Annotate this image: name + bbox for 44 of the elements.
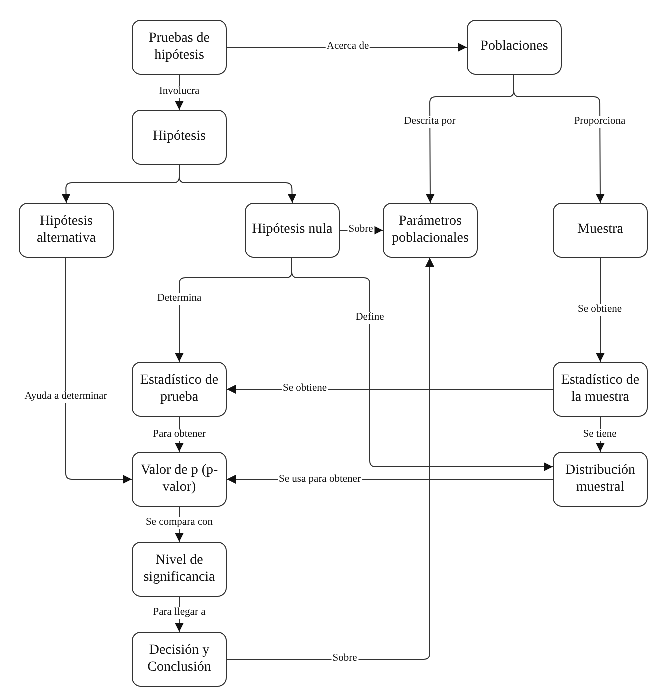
edge-label: Se obtiene bbox=[576, 304, 624, 316]
edge-label: Para llegar a bbox=[152, 607, 207, 619]
concept-box bbox=[553, 452, 648, 507]
concept-box bbox=[132, 632, 227, 687]
arrow bbox=[596, 258, 605, 362]
edge-label: Se tiene bbox=[582, 429, 618, 441]
concept-text: Estadístico de prueba bbox=[139, 372, 220, 406]
concept-text: Valor de p (p-valor) bbox=[140, 462, 220, 496]
concept-text: Pruebas de hipótesis bbox=[148, 30, 212, 64]
concept-box bbox=[245, 203, 340, 258]
arrow bbox=[226, 258, 434, 660]
concept-box bbox=[132, 110, 227, 165]
arrow bbox=[179, 164, 297, 204]
concept-box bbox=[132, 542, 227, 597]
concept-box bbox=[553, 203, 648, 258]
concept-box bbox=[467, 20, 562, 75]
edge-label: Descrita por bbox=[403, 116, 457, 128]
concept-text: Hipótesis nula bbox=[252, 222, 333, 239]
concept-box bbox=[553, 362, 648, 417]
concept-text: Parámetros poblacionales bbox=[391, 214, 470, 248]
concept-text: Hipótesis bbox=[153, 129, 206, 146]
concept-box bbox=[132, 20, 227, 75]
edge-label: Involucra bbox=[158, 86, 201, 98]
concept-text: Muestra bbox=[578, 222, 624, 239]
concept-text: Nivel de significancia bbox=[142, 552, 216, 586]
edge-label: Ayuda a determinar bbox=[24, 391, 108, 403]
edge-label: Se usa para obtener bbox=[278, 474, 362, 486]
concept-text: Hipótesis alternativa bbox=[36, 214, 98, 248]
concept-text: Estadístico de la muestra bbox=[560, 372, 641, 406]
concept-box bbox=[132, 452, 227, 507]
edge-label: Define bbox=[354, 312, 386, 324]
edge-label: Para obtener bbox=[152, 429, 207, 441]
edge-label: Sobre bbox=[348, 224, 374, 236]
concept-box bbox=[383, 203, 478, 258]
arrow bbox=[514, 74, 605, 204]
concept-text: Poblaciones bbox=[480, 39, 548, 56]
edge-label: Determina bbox=[156, 293, 203, 305]
concept-text: Decisión y Conclusión bbox=[146, 642, 212, 676]
edge-label: Proporciona bbox=[573, 116, 627, 128]
arrow bbox=[66, 258, 132, 484]
edge-label: Se compara con bbox=[144, 517, 214, 529]
concept-box bbox=[19, 203, 114, 258]
concept-text: Distribución muestral bbox=[564, 462, 636, 496]
concept-box bbox=[132, 362, 227, 417]
